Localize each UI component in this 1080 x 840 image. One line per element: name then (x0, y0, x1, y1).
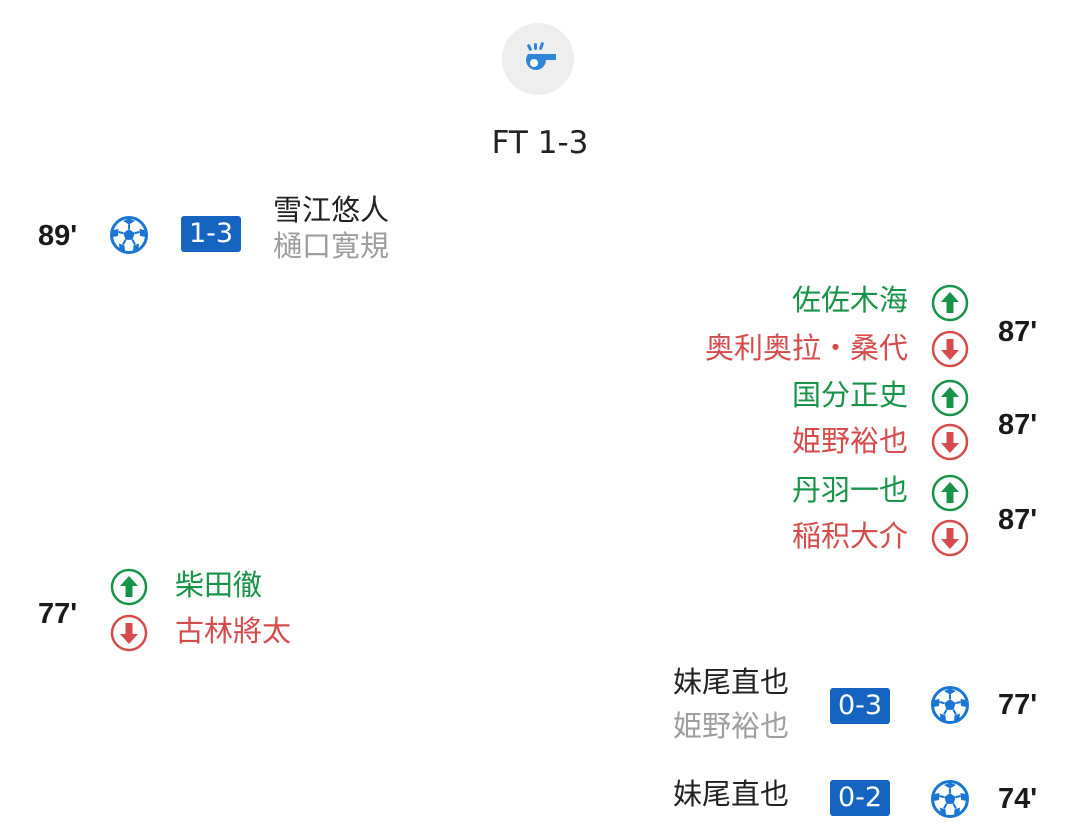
player-in-name: 佐佐木海 (791, 283, 908, 317)
goal-ball-icon (930, 779, 970, 819)
event-minute: 77' (38, 598, 78, 630)
sub-out-arrow-icon (930, 422, 970, 462)
player-out-name: 奥利奥拉・桑代 (704, 331, 908, 365)
sub-out-arrow-icon (930, 329, 970, 369)
event-goal-74[interactable]: 妹尾直也 0-2 74' (640, 770, 1060, 830)
goal-ball-icon (109, 215, 149, 255)
match-status-label: FT 1-3 (491, 125, 589, 161)
scorer-name: 雪江悠人 (273, 193, 390, 227)
scorer-name: 妹尾直也 (673, 665, 790, 699)
assist-name: 姫野裕也 (673, 709, 790, 743)
sub-in-arrow-icon (109, 567, 149, 607)
event-minute: 77' (998, 689, 1038, 721)
assist-name: 樋口寛規 (273, 229, 390, 263)
event-sub-77[interactable]: 77' 柴田徹 古林將太 (30, 562, 450, 657)
event-minute: 87' (998, 316, 1038, 348)
event-sub-87-a[interactable]: 佐佐木海 奥利奥拉・桑代 87' (640, 280, 1060, 375)
player-out-name: 姫野裕也 (791, 424, 908, 458)
goal-ball-icon (930, 685, 970, 725)
event-sub-87-b[interactable]: 国分正史 姫野裕也 87' (640, 375, 1060, 470)
score-badge: 1-3 (181, 216, 242, 252)
player-in-name: 丹羽一也 (791, 473, 908, 507)
event-minute: 87' (998, 504, 1038, 536)
sub-in-arrow-icon (930, 283, 970, 323)
sub-out-arrow-icon (930, 518, 970, 558)
event-goal-77[interactable]: 妹尾直也 姫野裕也 0-3 77' (640, 660, 1060, 755)
score-badge: 0-3 (830, 688, 891, 724)
sub-out-arrow-icon (109, 613, 149, 653)
event-minute: 74' (998, 783, 1038, 815)
sub-in-arrow-icon (930, 378, 970, 418)
event-goal-89[interactable]: 89' 1-3 雪江悠人 樋口寛規 (30, 190, 450, 280)
score-badge: 0-2 (830, 780, 891, 816)
player-out-name: 稲积大介 (791, 519, 908, 553)
sub-in-arrow-icon (930, 473, 970, 513)
player-in-name: 国分正史 (791, 378, 908, 412)
player-in-name: 柴田徹 (175, 568, 263, 602)
scorer-name: 妹尾直也 (673, 777, 790, 811)
event-sub-87-c[interactable]: 丹羽一也 稲积大介 87' (640, 468, 1060, 563)
event-minute: 87' (998, 409, 1038, 441)
whistle-badge (502, 23, 574, 95)
player-out-name: 古林將太 (175, 614, 292, 648)
event-minute: 89' (38, 220, 78, 252)
whistle-icon (526, 42, 556, 70)
